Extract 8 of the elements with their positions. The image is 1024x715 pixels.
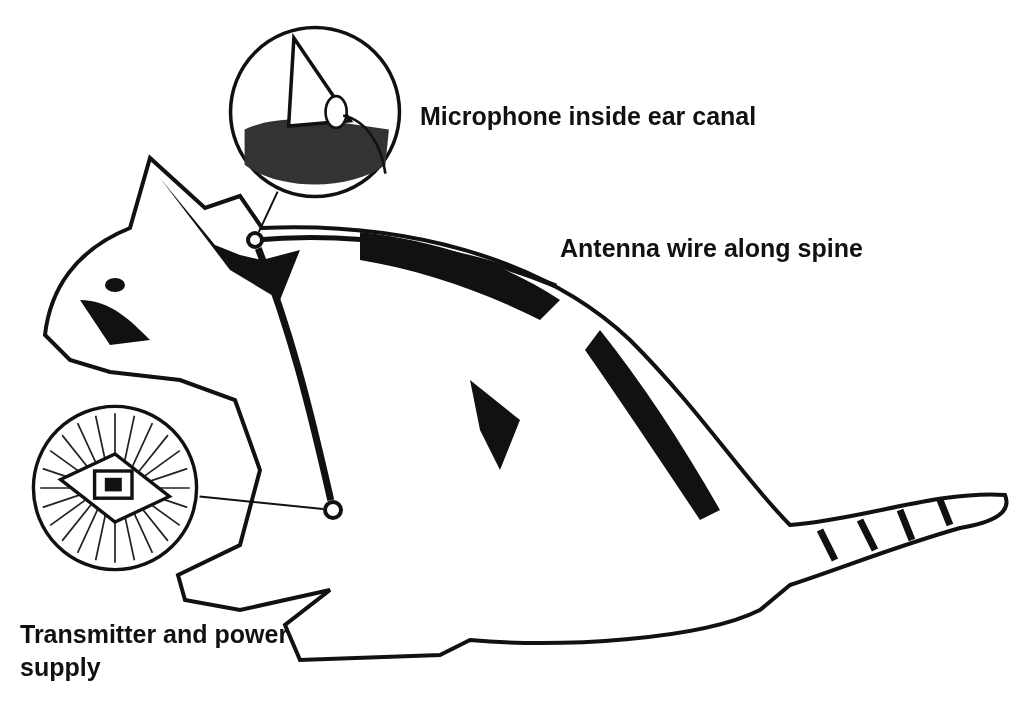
inset-picture [30, 403, 200, 573]
callout-label: Microphone inside ear canal [420, 101, 758, 132]
leader-line [257, 190, 279, 233]
callout-label: Transmitter and power supply [20, 619, 290, 683]
callout-label: Antenna wire along spine [560, 233, 864, 264]
leader-line [198, 495, 325, 510]
inset-picture [227, 24, 403, 200]
wire [255, 247, 335, 502]
